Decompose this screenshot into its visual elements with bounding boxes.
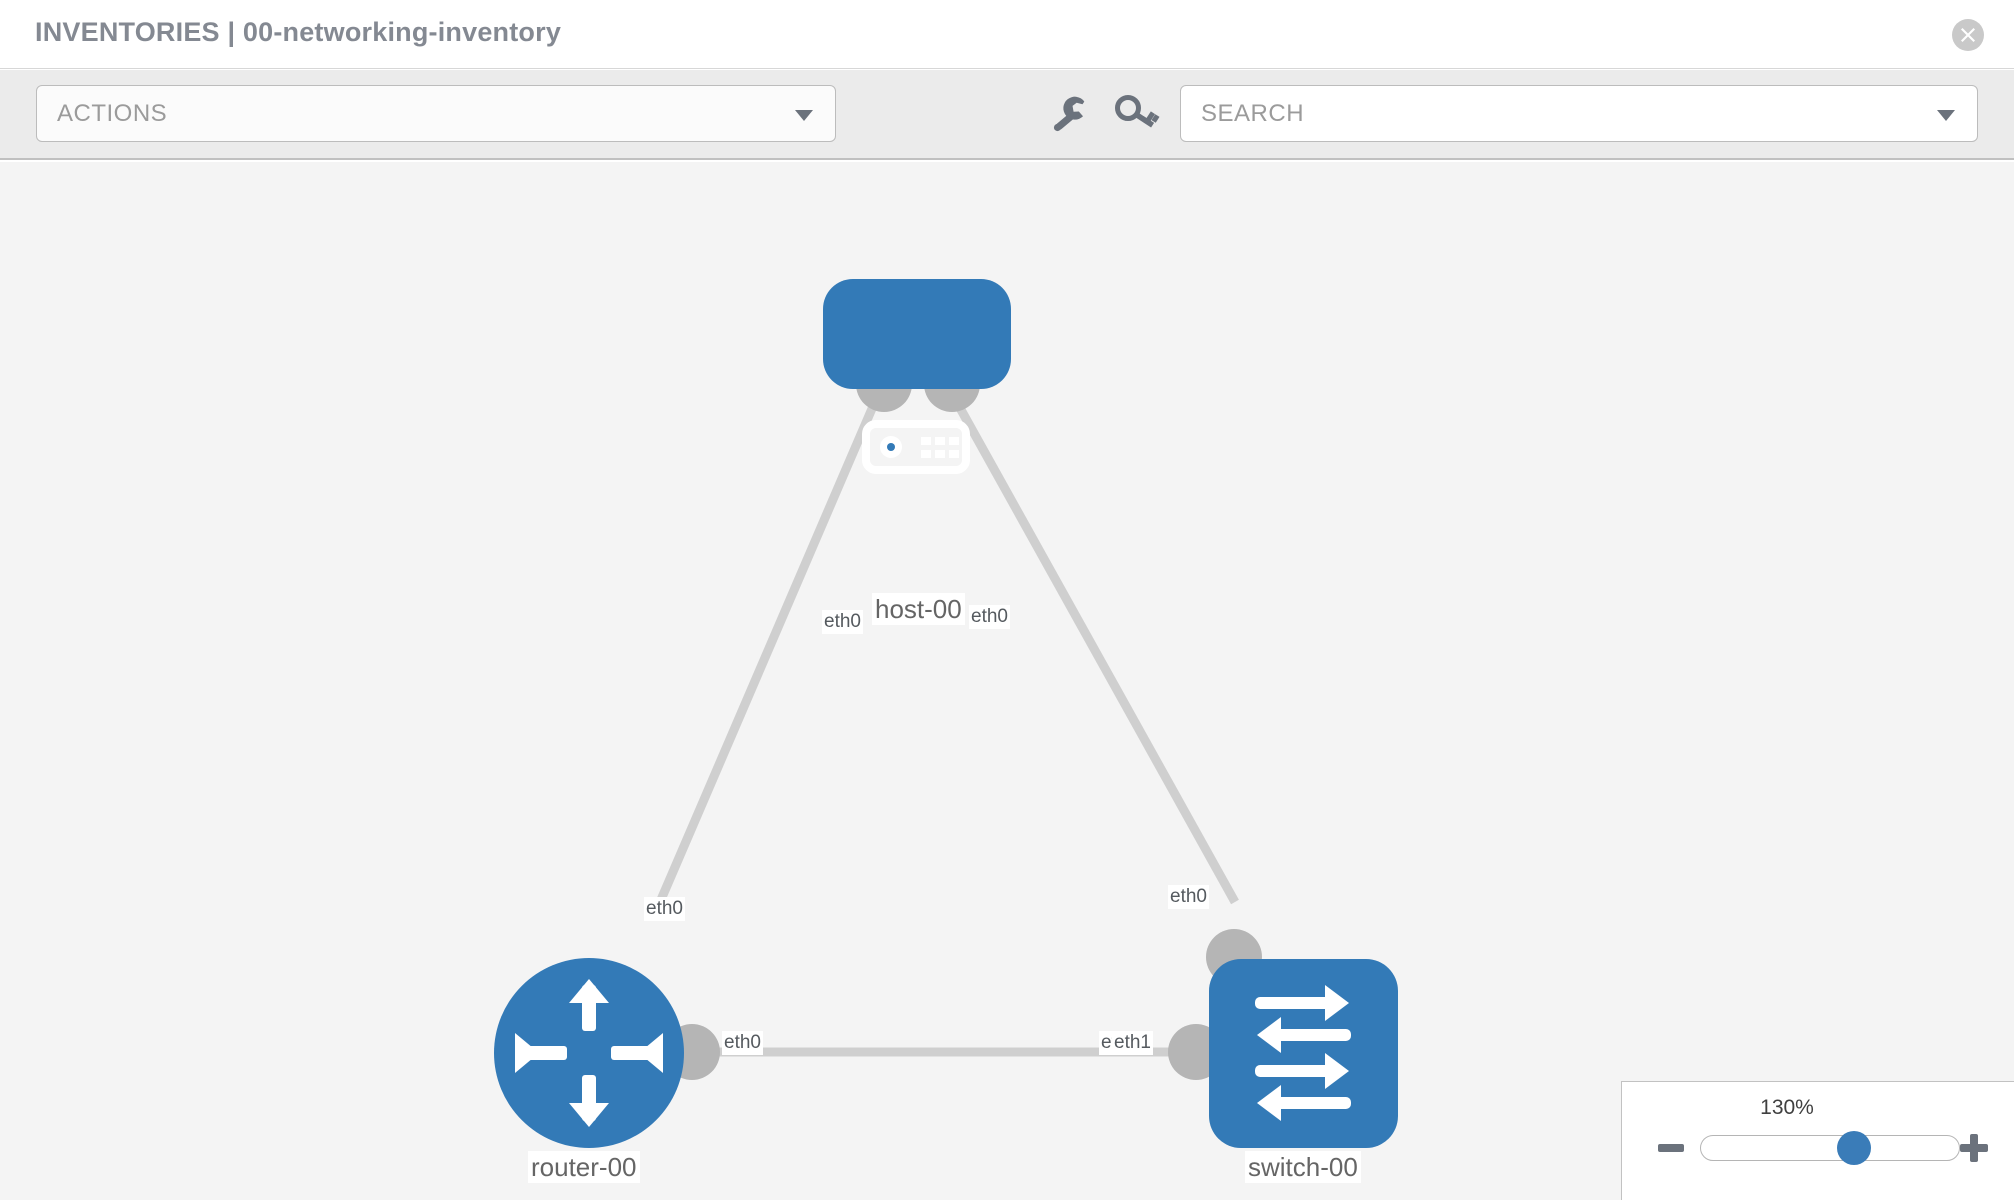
node-label-router-00: router-00 [528,1151,640,1183]
switch-arrows-icon [1255,985,1351,1121]
close-icon[interactable] [1952,19,1984,51]
actions-dropdown-label: ACTIONS [57,100,168,127]
actions-dropdown[interactable]: ACTIONS [36,85,836,142]
chevron-down-icon [1937,110,1955,121]
node-switch-00[interactable] [1209,959,1398,1148]
zoom-out-button[interactable] [1658,1144,1684,1152]
search-input[interactable]: SEARCH [1180,85,1978,142]
node-router-00[interactable] [494,958,684,1148]
key-icon[interactable] [1112,90,1160,138]
zoom-in-button[interactable] [1960,1134,1988,1162]
node-host-00[interactable] [823,279,1011,474]
zoom-slider[interactable] [1700,1131,1960,1165]
edge-label-router-eth0-up: eth0 [644,897,685,921]
edge-host-router[interactable] [655,388,885,904]
edge-label-switch-eth1: eth1 [1112,1031,1153,1055]
zoom-slider-thumb[interactable] [1836,1131,1871,1165]
wrench-icon[interactable] [1046,90,1094,138]
edge-label-host-eth0-right: eth0 [969,605,1010,629]
zoom-control-panel: 130% [1621,1081,2014,1200]
edge-label-router-eth0-right: eth0 [722,1031,763,1055]
page-title: INVENTORIES | 00-networking-inventory [35,17,562,47]
zoom-percent-label: 130% [1760,1096,1814,1119]
server-icon [862,420,970,474]
edge-label-switch-eth0-up: eth0 [1168,885,1209,909]
router-arrows-icon [515,979,663,1127]
chevron-down-icon [795,110,813,121]
topology-graph [494,279,1398,1148]
topology-canvas[interactable]: host-00 router-00 switch-00 eth0 eth0 et… [0,162,2014,1200]
edge-host-switch[interactable] [946,387,1239,905]
search-placeholder: SEARCH [1201,100,1305,127]
edge-label-host-eth0-left: eth0 [822,610,863,634]
node-label-host-00: host-00 [872,593,965,625]
page-header: INVENTORIES | 00-networking-inventory [0,0,2014,69]
node-label-switch-00: switch-00 [1245,1151,1361,1183]
